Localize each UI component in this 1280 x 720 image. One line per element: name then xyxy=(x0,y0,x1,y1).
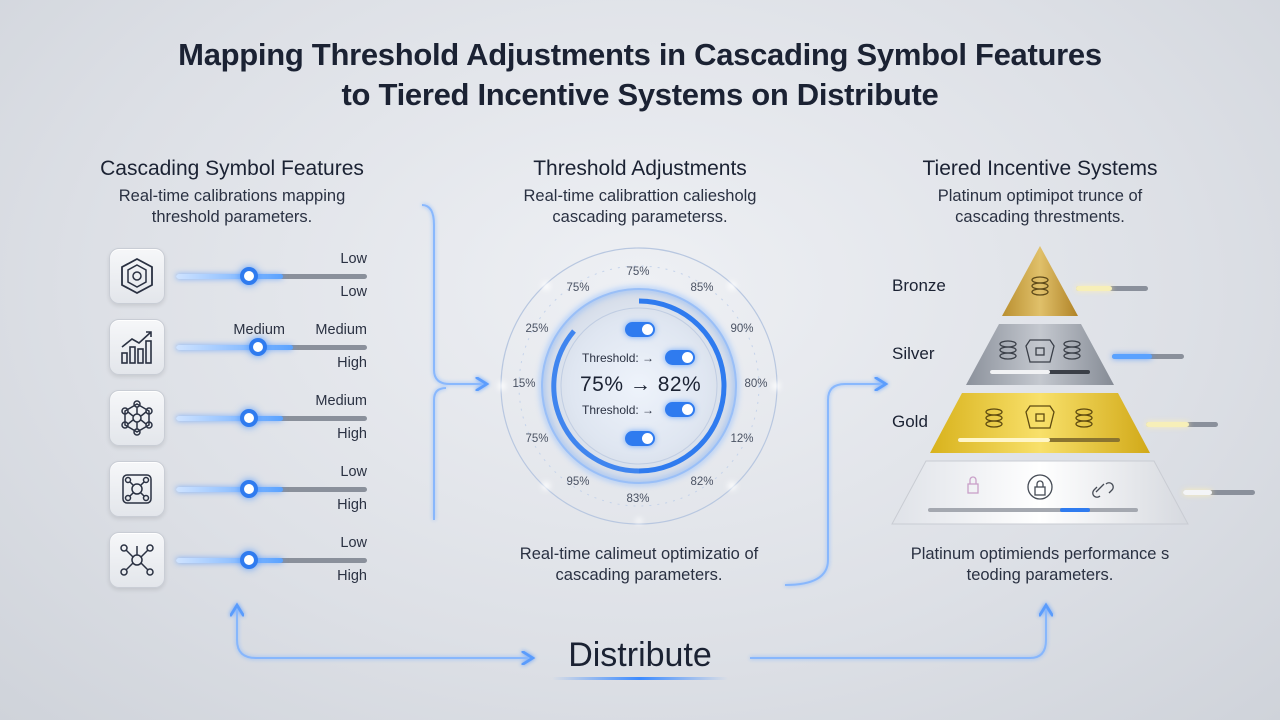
dial-tick-label: 82% xyxy=(690,476,714,488)
level-label-top: Low xyxy=(340,251,367,267)
tier-bronze-band xyxy=(1002,246,1078,316)
threshold-slider-fill xyxy=(176,416,283,421)
tier-progress-track xyxy=(1076,286,1148,291)
threshold-label-bottom: Threshold: → xyxy=(582,403,655,417)
tier-progress-track xyxy=(1183,490,1255,495)
right-foot-line2: teoding parameters. xyxy=(966,566,1114,584)
dial-tick-label: 85% xyxy=(690,282,714,294)
node-graph-tile[interactable] xyxy=(109,461,165,517)
threshold-slider-handle[interactable] xyxy=(240,480,258,498)
dial-tick-label: 75% xyxy=(525,433,549,445)
level-label-top: Low xyxy=(340,464,367,480)
level-label-bottom: High xyxy=(337,426,367,442)
tier-progress-fill xyxy=(1112,354,1152,359)
threshold-slider-handle[interactable] xyxy=(240,551,258,569)
dial-tick-label: 80% xyxy=(744,378,768,390)
level-label-bottom: High xyxy=(337,568,367,584)
hexagon-chip-icon xyxy=(121,257,153,295)
connector-bottom-right xyxy=(750,608,1046,659)
threshold-slider-handle[interactable] xyxy=(240,409,258,427)
dial-tick-label: 75% xyxy=(566,282,590,294)
level-label-current: Medium xyxy=(233,322,285,338)
page-title: Mapping Threshold Adjustments in Cascadi… xyxy=(178,37,1102,72)
tier-progress-fill xyxy=(1146,422,1189,427)
connector-middle-to-right xyxy=(784,384,883,586)
node-graph-icon xyxy=(122,474,152,504)
tier-gold-band xyxy=(930,393,1150,453)
dial-tick-label: 25% xyxy=(525,323,549,335)
dial-tick-label: 90% xyxy=(730,323,754,335)
distribute-underline xyxy=(552,677,728,680)
tier-label-silver: Silver xyxy=(892,344,935,363)
left-sub-line1: Real-time calibrations mapping xyxy=(118,187,346,205)
tier-label-gold: Gold xyxy=(892,412,928,431)
level-label-top: Low xyxy=(340,535,367,551)
platinum-icons xyxy=(967,474,1114,500)
middle-sub-line2: cascading parameterss. xyxy=(552,208,728,226)
network-nodes-icon xyxy=(121,400,153,436)
level-label-bottom: Low xyxy=(340,284,367,300)
network-nodes-tile[interactable] xyxy=(109,390,165,446)
threshold-label-top: Threshold: → xyxy=(582,351,655,365)
dial-tick-label: 75% xyxy=(626,266,650,278)
gold-coin-icons xyxy=(985,405,1093,429)
middle-foot-line2: cascading parameters. xyxy=(555,566,723,584)
threshold-dial[interactable] xyxy=(494,246,784,536)
dial-tick-label: 15% xyxy=(512,378,536,390)
distribute-label[interactable]: Distribute xyxy=(568,636,712,674)
right-heading: Tiered Incentive Systems xyxy=(922,157,1158,180)
coin-stack-icon xyxy=(1031,276,1049,296)
threshold-slider-fill xyxy=(176,345,293,350)
right-sub-line1: Platinum optimipot trunce of xyxy=(937,187,1143,205)
right-foot-line1: Platinum optimiends performance s xyxy=(910,545,1170,563)
bar-chart-growth-icon xyxy=(121,331,152,364)
middle-foot-line1: Real-time calimeut optimizatio of xyxy=(519,545,759,563)
dial-tick-label: 83% xyxy=(626,493,650,505)
dial-toggle-top[interactable] xyxy=(625,322,655,337)
hexagon-chip-tile[interactable] xyxy=(109,248,165,304)
incentive-pyramid xyxy=(891,246,1189,525)
level-label-top: Medium xyxy=(315,322,367,338)
threshold-slider-fill xyxy=(176,274,283,279)
threshold-slider-handle[interactable] xyxy=(240,267,258,285)
connector-bottom-left-up xyxy=(236,605,530,658)
tier-platinum-band xyxy=(891,460,1189,525)
tier-progress-fill xyxy=(1183,490,1212,495)
middle-heading: Threshold Adjustments xyxy=(533,157,747,180)
connector-left-low xyxy=(433,387,447,520)
tier-progress-fill xyxy=(1076,286,1112,291)
threshold-value: 75% → 82% xyxy=(580,373,702,396)
dial-toggle-threshold-bottom[interactable] xyxy=(665,402,695,417)
dial-tick-label: 12% xyxy=(730,433,754,445)
tier-label-bronze: Bronze xyxy=(892,276,946,295)
level-label-top: Medium xyxy=(315,393,367,409)
right-sub-line2: cascading threstments. xyxy=(955,208,1125,226)
connector-left-to-middle xyxy=(421,204,484,384)
threshold-slider-fill xyxy=(176,487,283,492)
dial-tick-label: 95% xyxy=(566,476,590,488)
molecule-network-icon xyxy=(120,544,154,576)
dial-toggle-bottom[interactable] xyxy=(625,431,655,446)
silver-coin-icons xyxy=(999,339,1081,363)
level-label-bottom: High xyxy=(337,355,367,371)
level-label-bottom: High xyxy=(337,497,367,513)
left-heading: Cascading Symbol Features xyxy=(100,157,364,180)
threshold-slider-fill xyxy=(176,558,283,563)
page-subtitle: to Tiered Incentive Systems on Distribut… xyxy=(341,77,939,112)
threshold-slider-handle[interactable] xyxy=(249,338,267,356)
bar-chart-growth-tile[interactable] xyxy=(109,319,165,375)
left-sub-line2: threshold parameters. xyxy=(151,208,313,226)
dial-toggle-threshold-top[interactable] xyxy=(665,350,695,365)
middle-sub-line1: Real-time calibrattion caliesholg xyxy=(523,187,757,205)
molecule-network-tile[interactable] xyxy=(109,532,165,588)
